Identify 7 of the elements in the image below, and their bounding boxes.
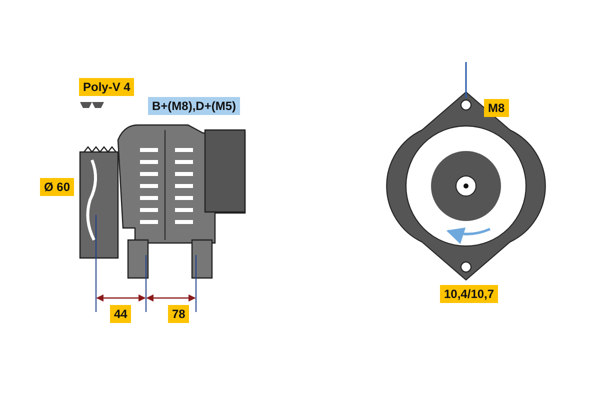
thread-label: M8 [484, 99, 509, 117]
dimension-label: 44 [110, 305, 132, 323]
rating-label: 10,4/10,7 [440, 285, 498, 303]
belt-type-label: Poly-V 4 [79, 78, 134, 96]
terminal-label: B+(M8),D+(M5) [148, 97, 240, 115]
diameter-label: Ø 60 [40, 178, 74, 196]
dimension-label: 78 [168, 305, 190, 323]
